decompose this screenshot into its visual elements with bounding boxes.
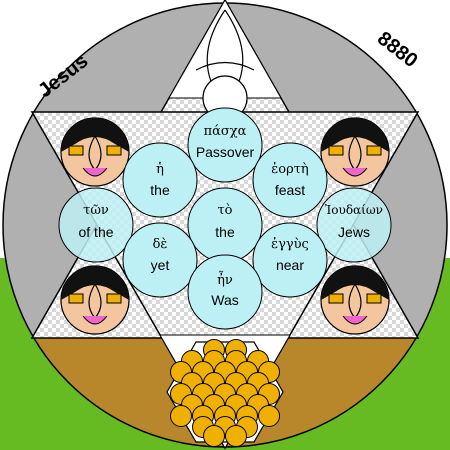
word-circle-he (122, 142, 198, 218)
face-lower-right (320, 265, 390, 335)
greek-word-de: δὲ (153, 237, 168, 252)
english-word-feast: feast (275, 182, 305, 198)
greek-word-he: ἡ (156, 162, 164, 177)
face-upper-right (320, 117, 390, 187)
english-word-was: Was (211, 292, 238, 308)
english-word-near: near (276, 257, 304, 273)
greek-word-pascha: πάσχα (204, 124, 247, 139)
honeycomb-cell (170, 405, 192, 427)
english-word-passover: Passover (196, 144, 255, 160)
honeycomb-cell (225, 425, 247, 447)
english-word-jews: Jews (338, 224, 370, 240)
greek-word-engys: ἐγγὺς (271, 237, 309, 252)
greek-word-ton: τῶν (83, 203, 109, 218)
word-labels: πάσχα Passover ἡ the ἑορτὴ feast τῶν of … (78, 124, 382, 308)
greek-word-to: τὸ (217, 203, 232, 218)
face-upper-left (60, 117, 130, 187)
greek-word-heorte: ἑορτὴ (271, 162, 308, 177)
honeycomb-cells (170, 339, 280, 447)
honeycomb-cell (258, 405, 280, 427)
greek-word-en: ἦν (217, 271, 233, 288)
faces (60, 117, 390, 335)
word-circle-ioudaion (316, 187, 392, 263)
word-circle-layer (58, 107, 392, 330)
greek-word-ioudaion: Ἰουδαίων (325, 203, 383, 217)
english-word-the-1: the (150, 182, 170, 198)
word-circle-de (122, 222, 198, 298)
face-lower-left (60, 265, 130, 335)
word-circle-heorte (252, 142, 328, 218)
word-circle-engys (252, 222, 328, 298)
word-circle-en (187, 254, 263, 330)
english-word-yet: yet (151, 257, 170, 273)
word-circle-ton (58, 187, 134, 263)
english-word-of-the: of the (78, 224, 113, 240)
top-petal-symbol (195, 9, 255, 85)
honeycomb-cell (203, 425, 225, 447)
word-circle-pascha (187, 107, 263, 183)
english-word-the-2: the (215, 224, 235, 240)
